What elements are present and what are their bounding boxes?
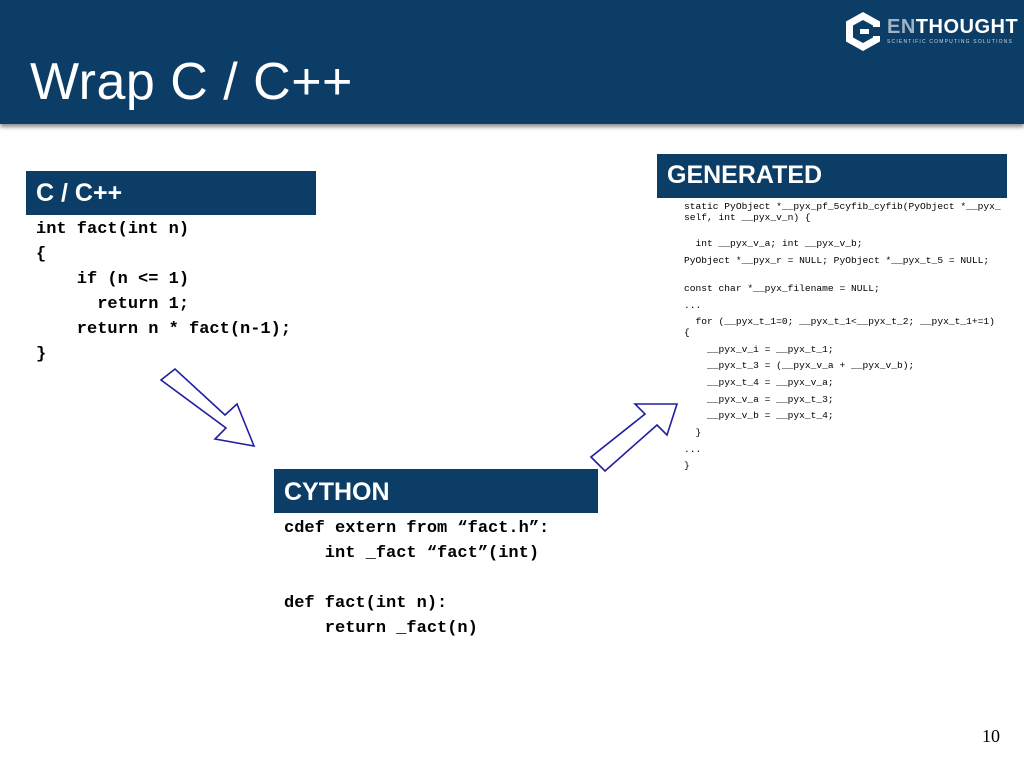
generated-code-line: ...: [684, 444, 702, 455]
enthought-logo: ENTHOUGHT SCIENTIFIC COMPUTING SOLUTIONS: [843, 10, 1018, 54]
cpp-code-block: int fact(int n) { if (n <= 1) return 1; …: [36, 220, 292, 364]
generated-code-line: __pyx_v_b = __pyx_t_4;: [684, 410, 834, 421]
slide-title: Wrap C / C++: [30, 53, 353, 111]
generated-code-line: }: [684, 460, 690, 471]
cython-code-block: cdef extern from “fact.h”: int _fact “fa…: [284, 519, 550, 638]
generated-code-line: __pyx_v_a = __pyx_t_3;: [684, 394, 834, 405]
page-number: 10: [982, 726, 1000, 746]
generated-code-line: ...: [684, 300, 702, 311]
title-bar: Wrap C / C++ ENTHOUGHT SCIENTIFIC COMPUT…: [0, 0, 1024, 124]
cpp-label: C / C++: [26, 171, 316, 215]
generated-code-line: static PyObject *__pyx_pf_5cyfib_cyfib(P…: [684, 201, 1001, 223]
generated-code-line: __pyx_t_3 = (__pyx_v_a + __pyx_v_b);: [684, 360, 915, 371]
cython-label: CYTHON: [274, 469, 598, 513]
generated-code-line: __pyx_t_4 = __pyx_v_a;: [684, 377, 834, 388]
hexagon-logo-icon: [846, 12, 880, 51]
logo-tagline: SCIENTIFIC COMPUTING SOLUTIONS: [887, 39, 1014, 45]
up-right-arrow-icon: [589, 403, 679, 473]
generated-code-line: __pyx_v_i = __pyx_t_1;: [684, 344, 834, 355]
generated-label: GENERATED: [657, 154, 1007, 198]
logo-wordmark: ENTHOUGHT: [887, 16, 1019, 38]
down-right-arrow-icon: [159, 367, 256, 448]
generated-code-line: int __pyx_v_a; int __pyx_v_b;: [684, 238, 863, 249]
generated-code-line: PyObject *__pyx_r = NULL; PyObject *__py…: [684, 255, 990, 266]
generated-code-line: }: [684, 427, 702, 438]
generated-code-line: for (__pyx_t_1=0; __pyx_t_1<__pyx_t_2; _…: [684, 316, 1001, 338]
generated-code-line: const char *__pyx_filename = NULL;: [684, 283, 880, 294]
